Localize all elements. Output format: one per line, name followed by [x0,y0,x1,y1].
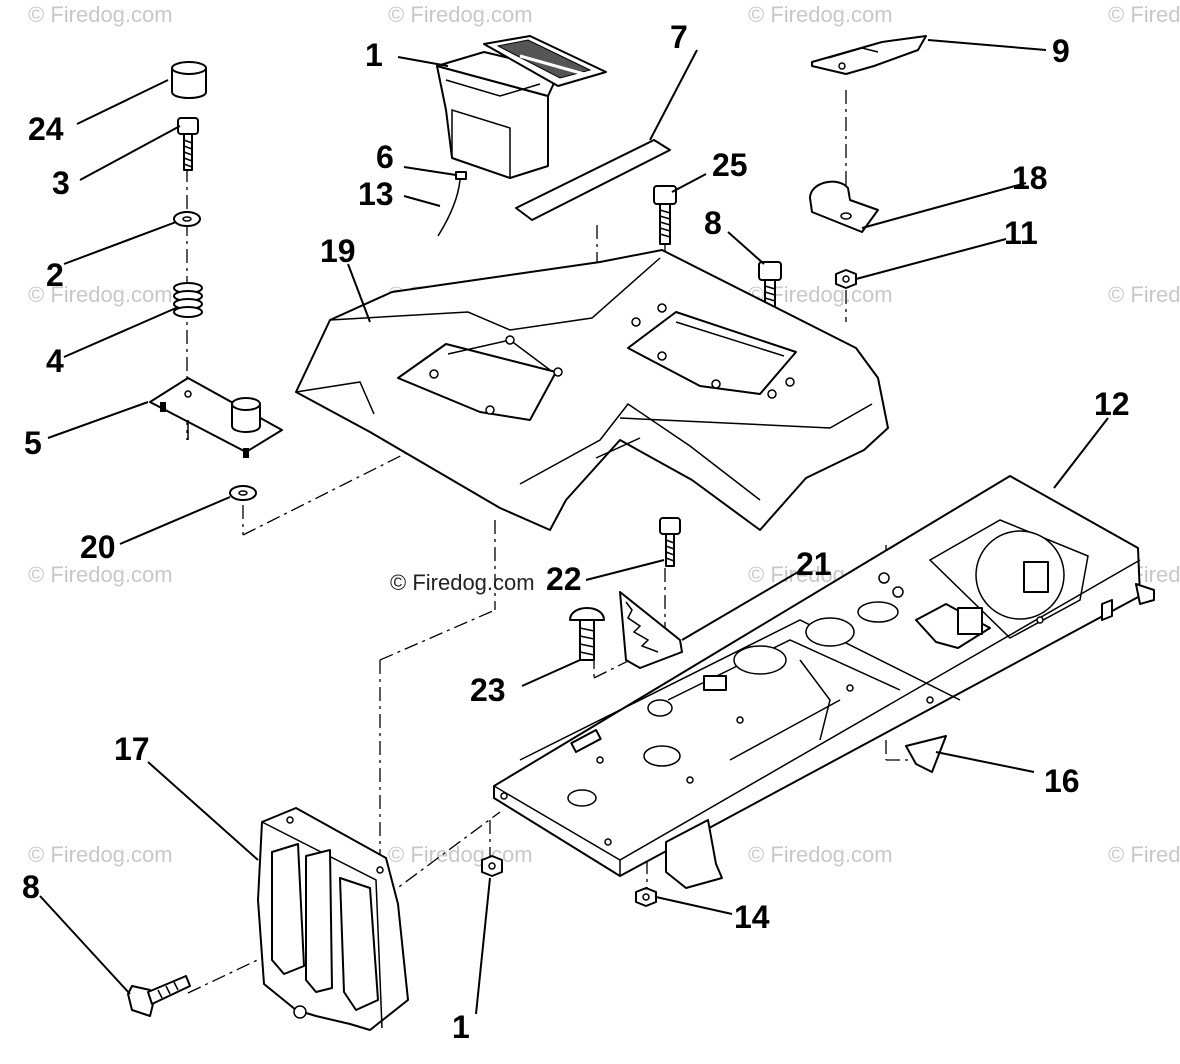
callout-8: 8 [704,205,722,241]
callout-8-lower: 8 [22,869,40,905]
watermark: © Firedog.com [388,842,533,867]
part-11-nut [835,269,857,289]
part-4-spring [173,282,203,318]
callout-18: 18 [1012,160,1048,196]
watermark: © Firedog.com [28,562,173,587]
callout-11: 11 [1004,215,1038,251]
part-2-washer [173,211,201,227]
part-12-frame [493,475,1155,877]
watermark: © Firedog.com [748,2,893,27]
callout-23: 23 [470,672,506,708]
part-6-13-hose [437,171,467,237]
callout-5: 5 [24,425,42,461]
part-7-plate [515,139,671,221]
watermark: © Firedog.com [1108,842,1180,867]
watermark: © Firedog.com [28,842,173,867]
center-watermark: © Firedog.com [390,570,535,595]
watermark: © Firedog.com [388,2,533,27]
part-15-nut [481,855,503,877]
watermark: © Firedog.com [748,842,893,867]
part-21-bracket [619,591,683,669]
callout-1: 1 [365,37,383,73]
part-23-bolt [569,607,605,661]
part-16-tab [905,735,947,773]
frame-bracket [665,819,723,889]
callout-14: 14 [734,899,770,935]
part-5-plate [149,377,283,458]
part-18-clamp [809,180,879,233]
watermark: © Firedog.com [28,282,173,307]
callout-19: 19 [320,233,356,269]
callout-3: 3 [52,165,70,201]
callout-6: 6 [376,139,394,175]
callout-4: 4 [46,343,64,379]
part-22-bolt [659,517,681,567]
callout-25: 25 [712,147,748,183]
callout-17: 17 [114,731,150,767]
part-14-nut [635,887,657,907]
part-24-cap [171,61,207,99]
callout-16: 16 [1044,763,1080,799]
part-3-bolt [177,117,199,171]
watermark: © Firedog.com [28,2,173,27]
callout-20: 20 [80,529,116,565]
callout-7: 7 [670,19,688,55]
part-17-plate [257,807,409,1031]
callout-15: 1 [452,1009,470,1045]
watermark: © Firedog.com [1108,282,1180,307]
callout-22: 22 [546,561,582,597]
callouts: 1 7 9 24 3 6 25 18 13 8 11 19 2 4 5 12 2… [22,19,1130,1045]
callout-21: 21 [796,546,832,582]
watermarks: © Firedog.com © Firedog.com © Firedog.co… [28,2,1180,867]
callout-12: 12 [1094,386,1130,422]
part-8-bolt [758,261,782,323]
part-25-bolt [653,185,677,245]
part-19-deck [295,249,889,531]
watermark: © Firedog.com [1108,2,1180,27]
callout-24: 24 [28,111,64,147]
part-20-washer [229,485,257,501]
callout-9: 9 [1052,33,1070,69]
callout-2: 2 [46,257,64,293]
part-8-lower-bolt [127,975,191,1017]
callout-13: 13 [358,176,394,212]
part-1-tray [436,35,607,179]
leader-lines [39,39,1109,1015]
part-9-cover [811,35,927,75]
